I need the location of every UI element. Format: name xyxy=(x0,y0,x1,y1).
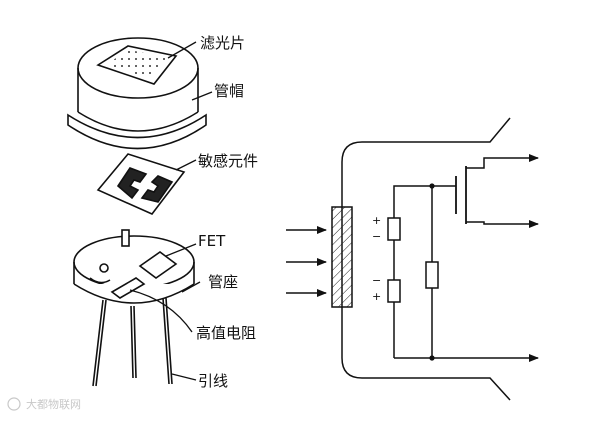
sign-top-plus: + xyxy=(372,214,381,227)
junction-top xyxy=(429,183,435,189)
base-rim xyxy=(73,283,195,304)
base-side xyxy=(73,262,195,284)
drain-output xyxy=(466,154,539,169)
lead-right xyxy=(162,297,173,385)
pyro-window xyxy=(331,206,353,308)
source-output xyxy=(466,220,539,228)
leader-leads xyxy=(171,373,197,381)
watermark-text: 大都物联网 xyxy=(26,397,81,411)
sign-bottom-plus: + xyxy=(372,290,381,303)
base-wire xyxy=(89,277,111,284)
label-resistor: 高值电阻 xyxy=(196,324,256,342)
leader-filter xyxy=(167,41,197,59)
watermark: 大都物联网 xyxy=(7,397,81,411)
leader-base xyxy=(181,281,201,293)
sign-top-minus: − xyxy=(372,230,381,243)
label-filter: 滤光片 xyxy=(200,34,245,52)
leader-fet xyxy=(165,243,197,257)
lead-middle xyxy=(130,305,137,379)
filter-dots xyxy=(106,50,168,79)
label-cap: 管帽 xyxy=(214,82,244,100)
sign-bottom-minus: − xyxy=(372,274,381,287)
label-element: 敏感元件 xyxy=(198,152,258,170)
element-cap-bottom xyxy=(387,279,401,303)
circuit-schematic xyxy=(286,117,539,401)
sensing-element xyxy=(96,153,186,215)
element-cap-top xyxy=(387,217,401,241)
label-leads: 引线 xyxy=(198,372,228,390)
high-value-resistor xyxy=(425,261,439,289)
sensor-base-assembly xyxy=(73,229,195,387)
leader-resistor xyxy=(129,289,193,333)
gate-wire xyxy=(393,185,456,218)
base-pad xyxy=(99,263,109,273)
cap-side xyxy=(77,68,199,112)
leader-cap xyxy=(191,91,213,101)
label-fet: FET xyxy=(198,232,226,250)
label-base: 管座 xyxy=(208,273,238,291)
cap-flange xyxy=(67,113,207,150)
sensor-cap-assembly xyxy=(67,37,207,150)
element-electrode-right xyxy=(140,175,174,203)
leader-element xyxy=(175,159,197,171)
cap-bottom-edge xyxy=(77,111,199,132)
element-electrode-left xyxy=(116,167,148,200)
fet-block xyxy=(138,251,178,279)
junction-bottom xyxy=(429,355,435,361)
leader-lines xyxy=(129,41,213,381)
element-plate xyxy=(96,153,186,215)
lead-left xyxy=(92,299,107,387)
resistor-block xyxy=(110,277,146,299)
fet-pin xyxy=(121,229,130,247)
watermark-logo-icon xyxy=(7,397,21,411)
